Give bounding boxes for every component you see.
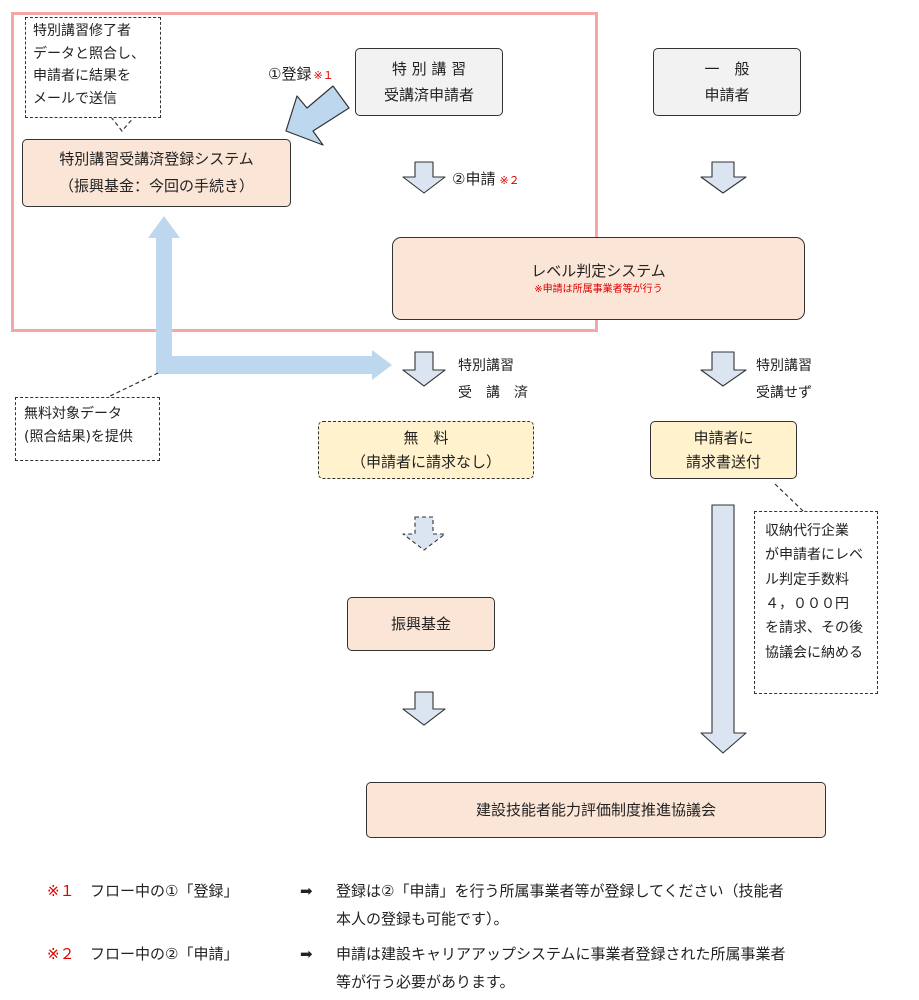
callout-top-left: 特別講習修了者 データと照合し、 申請者に結果を メールで送信 [25,17,161,118]
taken-label: 特別講習 受 講 済 [458,358,528,402]
invoice-box: 申請者に 請求書送付 [650,421,797,479]
highlight-frame [11,12,598,332]
callout-tail-collection [774,483,804,512]
long-down-arrow [700,504,747,754]
council-box: 建設技能者能力評価制度推進協議会 [366,782,826,838]
not-taken-label: 特別講習 受講せず [756,358,812,402]
fund-box: 振興基金 [347,597,495,651]
step2-label: ②申請※２ [452,170,520,188]
special-applicant-box: 特 別 講 習 受講済申請者 [355,48,503,116]
down-arrow-apply [402,161,446,194]
data-feed-arrow [148,216,392,380]
down-arrow-taken [402,351,446,387]
down-arrow-fund [402,691,446,726]
down-arrow-not-taken [700,351,747,387]
general-applicant-box: 一 般 申請者 [653,48,801,116]
callout-collection: 収納代行企業 が申請者にレベ ル判定手数料 ４，０００円 を請求、その後 協議会… [754,511,878,694]
registration-system-box: 特別講習受講済登録システム （振興基金：今回の手続き） [22,139,291,207]
down-arrow-general [700,161,747,194]
level-system-box: レベル判定システム ※申請は所属事業者等が行う [392,237,805,320]
free-box: 無 料 （申請者に請求なし） [318,421,534,479]
callout-free-data: 無料対象データ (照合結果)を提供 [15,397,160,461]
down-arrow-free [402,516,446,551]
callout-tail-top [110,116,135,132]
step1-label: ①登録※１ [268,65,334,83]
callout-tail-data [107,372,159,398]
register-arrow [285,85,350,146]
